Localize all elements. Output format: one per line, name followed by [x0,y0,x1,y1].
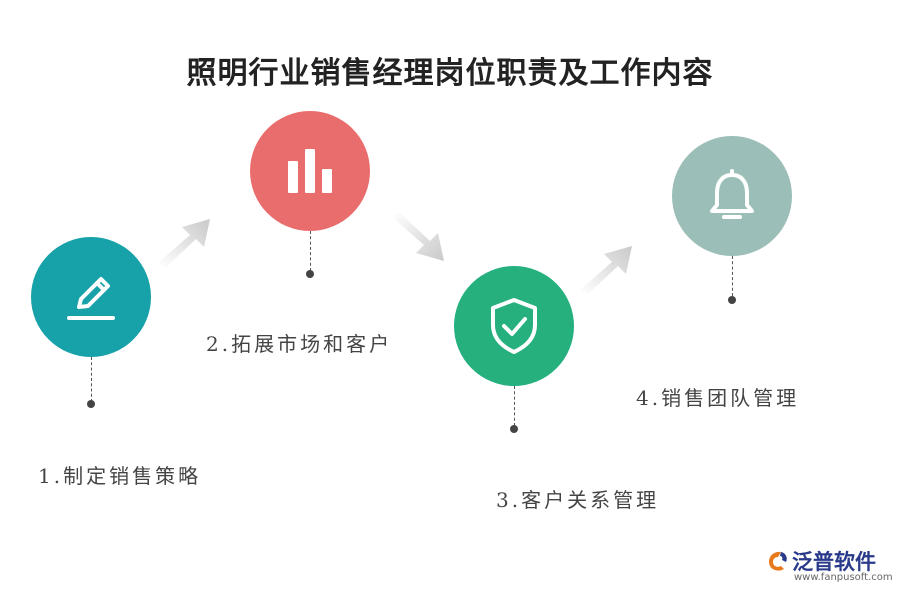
brand-logo: 泛普软件 www.fanpusoft.com [766,546,893,586]
step-2-label: 2.拓展市场和客户 [206,332,393,356]
step-4-connector [732,256,733,296]
step-4-label: 4.销售团队管理 [636,386,800,410]
bar-chart-icon [288,149,332,193]
step-2-circle [250,111,370,231]
arrow-2-to-3-icon [392,213,444,261]
step-4-dot [728,296,736,304]
logo-mark-icon [769,551,787,571]
step-2-dot [306,270,314,278]
step-4-circle [672,136,792,256]
step-1-label: 1.制定销售策略 [38,464,202,488]
logo-name: 泛普软件 [792,550,876,574]
shield-check-icon [491,298,537,354]
arrow-1-to-2-icon [158,219,210,267]
bell-icon [710,169,754,219]
step-1-dot [87,400,95,408]
logo-url: www.fanpusoft.com [794,572,893,583]
step-1-connector [91,357,92,402]
step-3-connector [514,386,515,426]
step-3-dot [510,425,518,433]
arrow-3-to-4-icon [580,246,632,294]
page-title: 照明行业销售经理岗位职责及工作内容 [186,56,714,91]
pencil-icon [67,277,115,320]
step-2-connector [310,231,311,271]
step-3-label: 3.客户关系管理 [496,488,660,512]
step-3-circle [454,266,574,386]
step-1-circle [31,237,151,357]
